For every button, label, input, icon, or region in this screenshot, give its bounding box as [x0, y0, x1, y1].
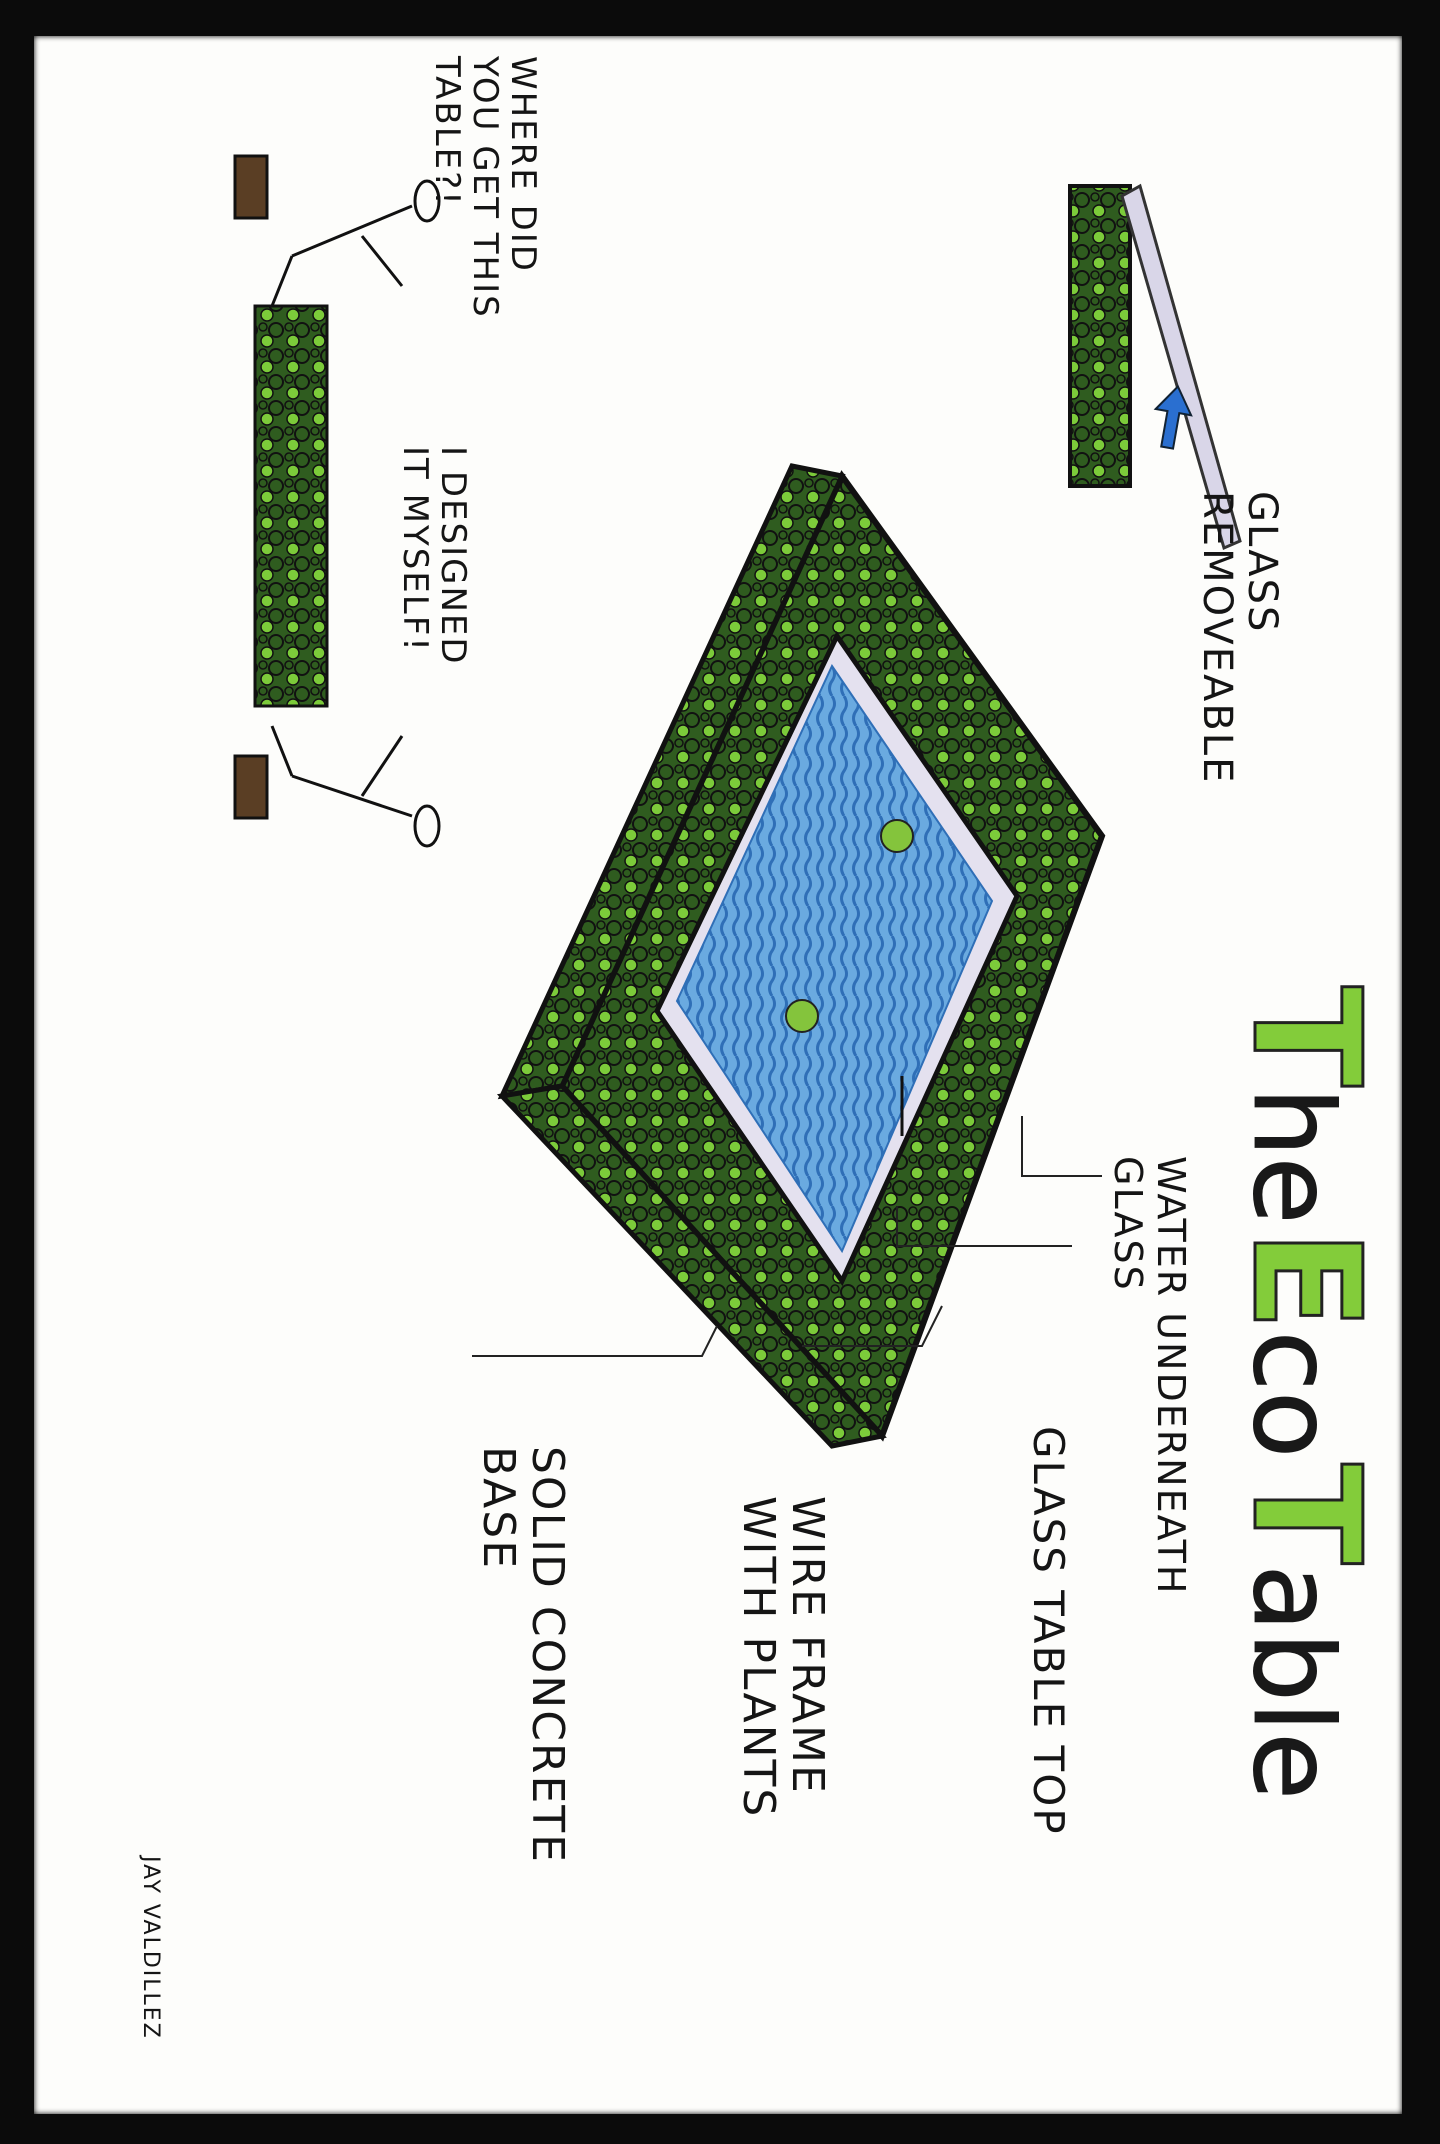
label-glass-table-top: GLASS TABLE TOP	[1025, 1426, 1072, 1836]
title-letter-t: T	[1220, 986, 1392, 1087]
frame-side-bar	[1070, 186, 1130, 486]
figure-head-right	[415, 806, 439, 846]
title: The Eco Table	[1220, 986, 1392, 1800]
figure-body-right	[272, 726, 412, 816]
table-main	[502, 466, 1102, 1446]
title-co: co	[1229, 1331, 1357, 1459]
label-water-underneath: WATER UNDERNEATH GLASS	[1107, 1156, 1192, 1595]
rotated-canvas: The Eco Table GLASS REMOVEABLE WATER UND…	[34, 36, 1402, 2114]
title-letter-e: E	[1220, 1229, 1392, 1330]
title-letter-t2: T	[1220, 1463, 1392, 1564]
table-side-small	[255, 306, 327, 706]
speech-question: WHERE DID YOU GET THIS TABLE?!	[428, 56, 542, 319]
title-he: he	[1229, 1087, 1357, 1224]
concrete-base-left	[235, 156, 267, 218]
artist-signature: JAY VALDILLEZ	[137, 1856, 162, 2040]
lily-pad-icon	[881, 820, 913, 852]
label-solid-base: SOLID CONCRETE BASE	[473, 1446, 572, 1864]
eco-table-sketch	[34, 36, 1402, 2114]
concrete-base-right	[235, 756, 267, 818]
figure-body-left	[272, 206, 412, 306]
speech-answer: I DESIGNED IT MYSELF!	[396, 446, 472, 666]
label-glass-removeable: GLASS REMOVEABLE	[1194, 491, 1284, 784]
label-wire-frame: WIRE FRAME WITH PLANTS	[733, 1496, 832, 1818]
lily-pad-icon	[786, 1000, 818, 1032]
sketch-paper: The Eco Table GLASS REMOVEABLE WATER UND…	[34, 36, 1402, 2114]
title-able: able	[1229, 1564, 1357, 1799]
